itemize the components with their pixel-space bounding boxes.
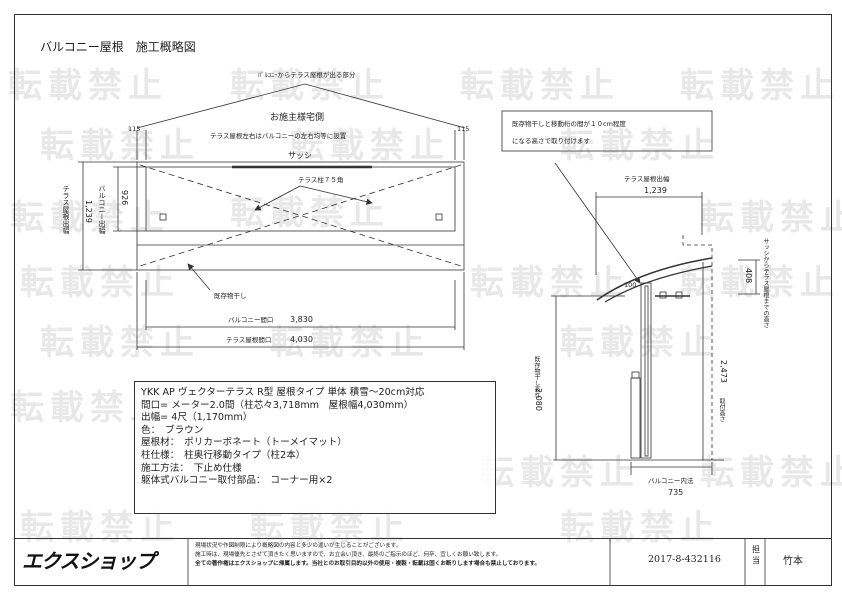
drawing-frame [14,14,832,586]
column-right [435,213,443,221]
tanto-label: 担当 [752,545,760,565]
gap-100: 100 [624,281,637,289]
footer-note: 全ての著作権はエクスショップに帰属します。当社とのお取引目的以外の使用・複製・転… [195,561,541,567]
footer-note: 施工時は、現場優先とさせて頂きたく思いますので、お立会い頂き、最終のご指示のほど… [195,552,502,558]
centered-note: テラス屋根左右はバルコニーの左右均等に設置 [210,132,347,140]
roof-projection-label: テラス屋根出幅 [62,185,70,234]
side-note-box [501,110,713,152]
customer-side-label: お施主様宅側 [270,113,325,123]
page-title: バルコニー屋根 施工概略図 [40,40,196,54]
projection-ridge-lines [136,83,466,129]
existing-dryer-label: 既存物干し [214,292,247,300]
spec-line: 屋根材： ポリカーボネート（トーメイマット） [141,437,347,449]
person-name: 竹本 [783,556,803,567]
side-roof-projection-label: テラス屋根出幅 [624,175,670,183]
spec-line: 柱仕様： 柱奥行移動タイプ（柱2本） [141,449,306,461]
spec-line: YKK AP ヴェクターテラス R型 屋根タイプ 単体 積雪～20cm対応 [141,387,425,398]
spec-line: 間口= メーター2.0間（柱芯々3,718mm 屋根幅4,030mm） [141,399,414,411]
company-logo: エクスショップ [22,549,155,573]
balcony-inner-value: 735 [668,488,684,497]
document-number: 2017-8-432116 [648,554,721,565]
footer-notes: 現場状況や作図制限により概略図の内容と多少の違いが生じることがございます。 施工… [195,542,540,569]
side-roof-projection-value: 1,239 [644,186,667,195]
roof-projection-value: 1,239 [84,200,93,223]
mount-height-label: 取付高さ [718,398,725,422]
balcony-opening-value: 3,830 [290,315,313,324]
sash-to-roof-label: サッシからテラス屋根までの高さ [762,238,769,328]
dim-115-left: 115 [128,125,141,133]
sash-label: サッシ [288,151,312,160]
spec-line: 色： ブラウン [141,424,204,436]
spec-line: 躯体式バルコニー取付部品： コーナー用×2 [141,475,333,487]
note-top: ﾊﾞﾙｺﾆｰからテラス屋根が出る部分 [258,71,356,79]
roof-outline [136,161,465,271]
dim-115-right: 115 [457,125,470,133]
footer-note: 現場状況や作図制限により概略図の内容と多少の違いが生じることがございます。 [195,543,402,549]
roof-opening-value: 4,030 [290,335,313,344]
column-label: テラス柱７５角 [298,176,344,184]
spec-box: YKK AP ヴェクターテラス R型 屋根タイプ 単体 積雪～20cm対応 間口… [134,381,496,514]
column-left [159,213,167,221]
spec-line: 施工方法： 下止め仕様 [141,462,242,474]
roof-opening-label: テラス屋根間口 [226,336,272,344]
balcony-projection-value: 926 [120,190,129,206]
dim-408: 408 [744,268,753,284]
footer [15,538,831,586]
side-note-line2: になる高さで取り付けます [512,137,590,145]
dryer-height-label: 既存物干し高さ [533,356,540,398]
mount-height-value: 2,473 [719,360,728,383]
balcony-inner-label: バルコニー内法 [648,477,694,485]
balcony-projection-label: バルコニー出幅 [98,185,106,234]
spec-line: 出幅= 4尺（1,170mm） [141,412,253,424]
balcony-opening-label: バルコニー間口 [228,316,274,324]
dryer-height-value: 2,080 [534,388,543,411]
side-note-line1: 既存物干しと移動桁の間が１０cm程度 [512,120,626,128]
